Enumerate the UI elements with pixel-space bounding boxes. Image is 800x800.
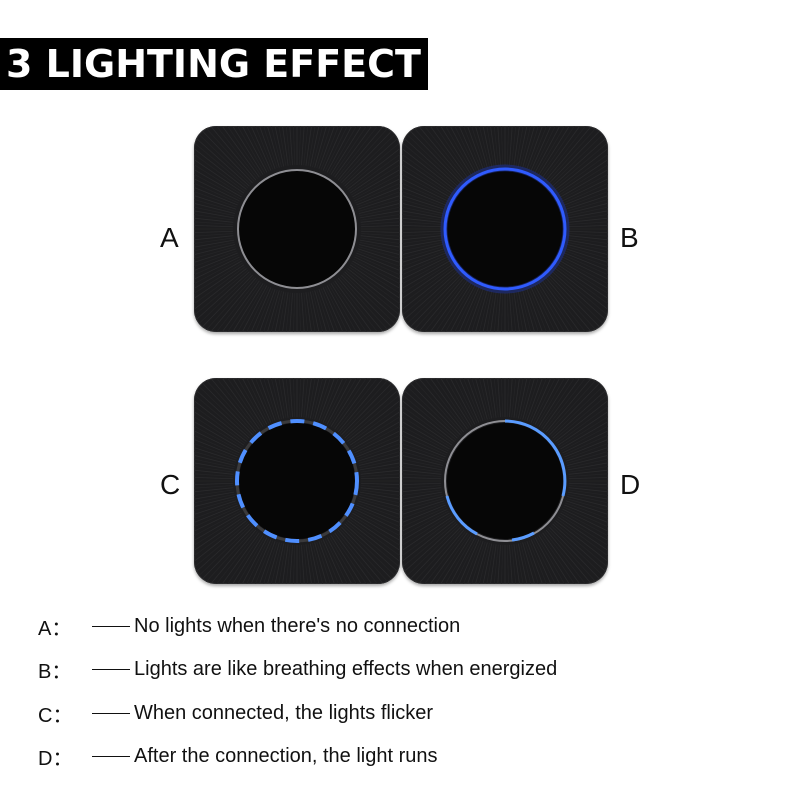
legend-text: After the connection, the light runs [134,744,438,767]
dash-divider [92,712,130,714]
legend-item-a: A： No lights when there's no connection [38,613,461,640]
status-ring [237,169,357,289]
status-ring [235,419,359,543]
texture-rays [194,126,400,332]
button-face [239,171,355,287]
legend-key: B： [38,660,72,683]
button-face [447,423,563,539]
device-label-b: B [620,222,639,253]
device-d [402,378,608,584]
texture-rays [402,378,608,584]
legend-item-b: B： Lights are like breathing effects whe… [38,656,558,683]
device-c-graphic [194,378,400,584]
texture-rays [194,378,400,584]
device-label-a: A [160,222,179,253]
device-d-graphic [402,378,608,584]
device-b-graphic [402,126,608,332]
legend-item-c: C： When connected, the lights flicker [38,700,434,727]
dash-divider [92,625,130,627]
status-ring-arc-2 [445,495,478,536]
status-ring-arc-1 [504,419,567,497]
dash-divider [92,755,130,757]
legend-item-d: D： After the connection, the light runs [38,743,438,770]
device-a-graphic [194,126,400,332]
status-ring-arc-3 [511,531,535,542]
title-banner: 3 LIGHTING EFFECT [0,38,428,90]
page-title: 3 LIGHTING EFFECT [6,42,421,86]
device-c [194,378,400,584]
device-label-c: C [160,469,181,500]
legend-key: C： [38,704,73,727]
legend-text: No lights when there's no connection [134,614,461,637]
button-face [447,171,563,287]
dash-divider [92,668,130,670]
device-label-d: D [620,469,641,500]
button-face [239,423,355,539]
device-b [402,126,608,332]
legend-text: When connected, the lights flicker [134,701,434,724]
legend-key: D： [38,747,73,770]
device-a [194,126,400,332]
legend-text: Lights are like breathing effects when e… [134,657,558,680]
legend-key: A： [38,617,72,640]
status-ring [443,167,567,291]
texture-rays [402,126,608,332]
